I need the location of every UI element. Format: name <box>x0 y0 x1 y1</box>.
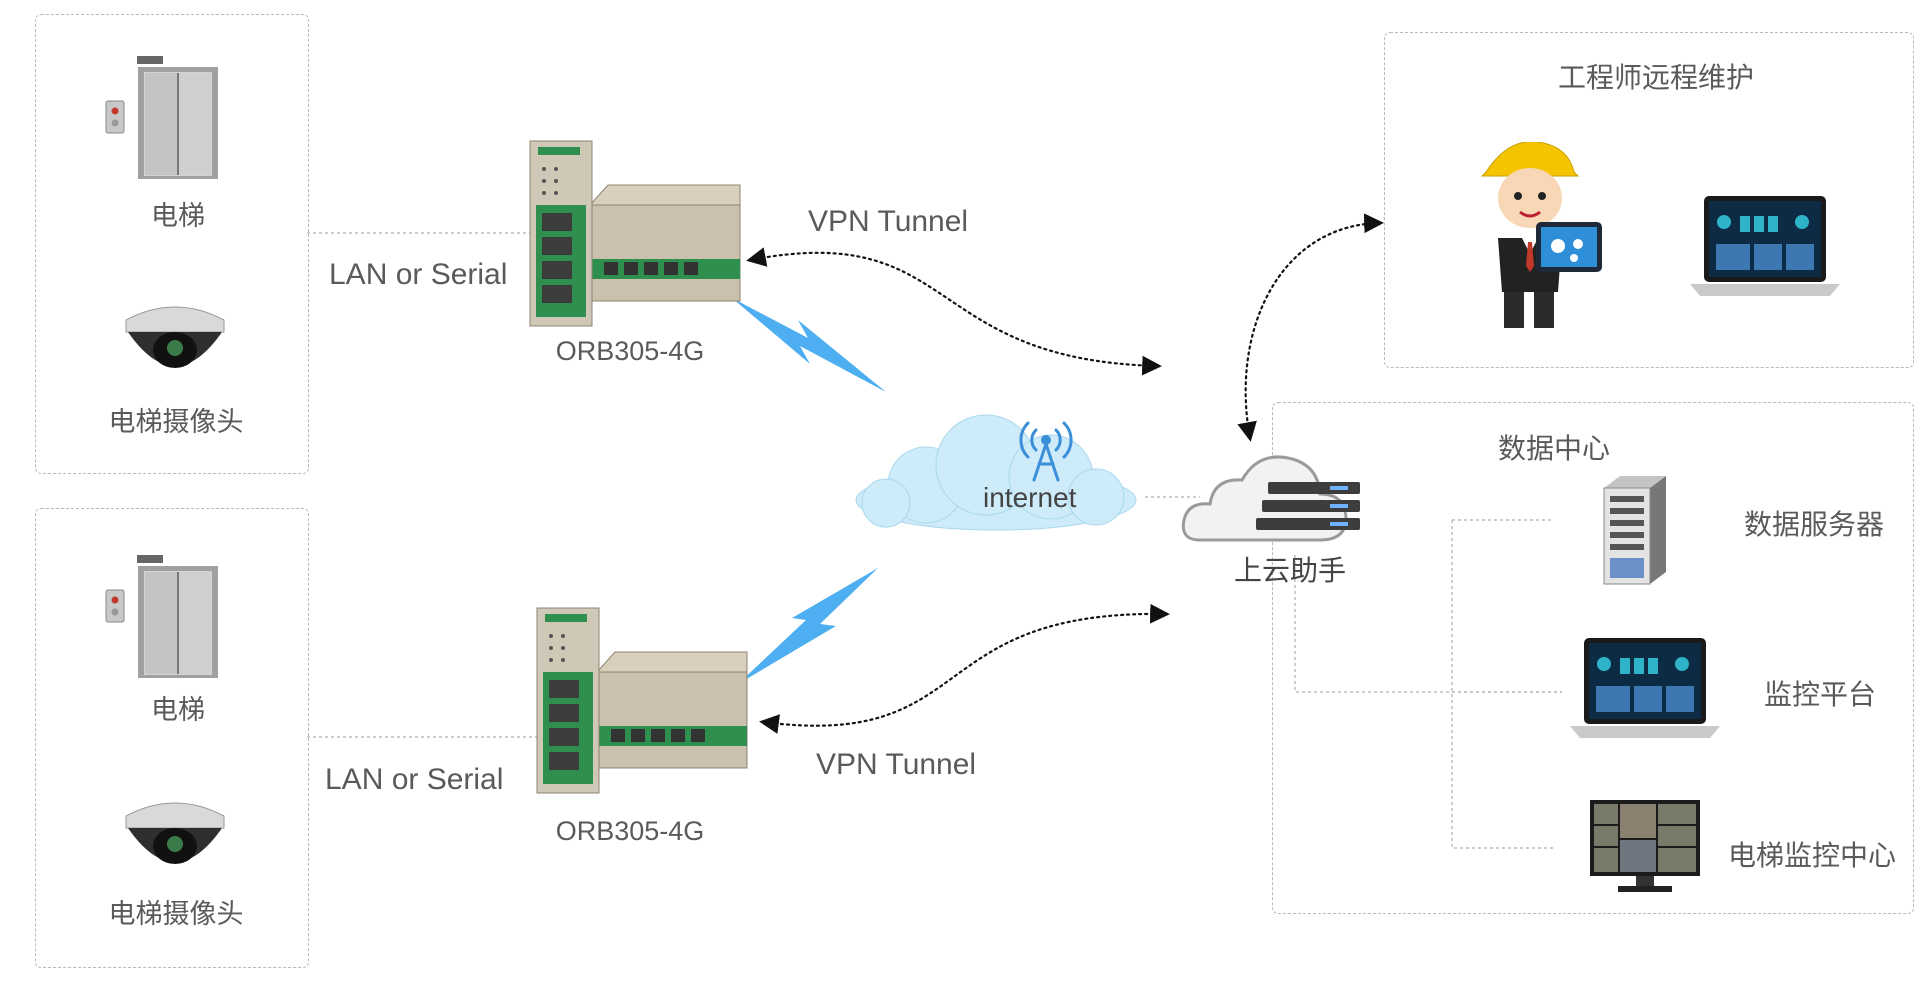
vpn-tunnel-label: VPN Tunnel <box>816 748 977 781</box>
router-device-icon <box>536 607 748 794</box>
elevator-monitoring-center-label: 电梯监控中心 <box>1728 839 1897 872</box>
server-icon <box>1603 476 1666 585</box>
monitoring-laptop-icon <box>1570 638 1720 738</box>
vpn-tunnel-label: VPN Tunnel <box>808 205 969 238</box>
router-device-icon <box>529 140 741 327</box>
router-model-label: ORB305-4G <box>555 336 705 366</box>
router-model-label: ORB305-4G <box>555 816 705 846</box>
laptop-dashboard-icon <box>1690 196 1840 296</box>
elevator-group-box-1 <box>35 14 309 474</box>
engineer-icon <box>1480 142 1602 328</box>
internet-label: internet <box>983 482 1077 513</box>
elevator-label: 电梯 <box>151 695 205 726</box>
cloud-assistant-label: 上云助手 <box>1233 554 1347 587</box>
wireless-bolt-1 <box>732 298 886 392</box>
monitoring-platform-label: 监控平台 <box>1764 678 1877 711</box>
camera-icon <box>125 306 225 368</box>
elevator-icon <box>105 56 218 179</box>
elevator-icon <box>105 555 218 678</box>
wireless-bolt-2 <box>738 568 878 684</box>
cloud-server-icon <box>1181 455 1360 542</box>
data-center-box <box>1272 402 1914 914</box>
camera-label: 电梯摄像头 <box>108 899 244 930</box>
cctv-monitor-icon <box>1590 800 1700 892</box>
elevator-group-box-2 <box>35 508 309 968</box>
antenna-icon <box>1019 421 1073 482</box>
engineer-box-title: 工程师远程维护 <box>1557 61 1755 94</box>
engineer-box <box>1384 32 1914 368</box>
elevator-label: 电梯 <box>151 201 205 232</box>
camera-label: 电梯摄像头 <box>108 407 244 438</box>
link-label: LAN or Serial <box>325 763 504 796</box>
internet-cloud-icon <box>855 414 1137 531</box>
camera-icon <box>125 802 225 864</box>
link-label: LAN or Serial <box>329 258 508 291</box>
data-server-label: 数据服务器 <box>1744 508 1885 541</box>
data-center-title: 数据中心 <box>1497 432 1611 465</box>
